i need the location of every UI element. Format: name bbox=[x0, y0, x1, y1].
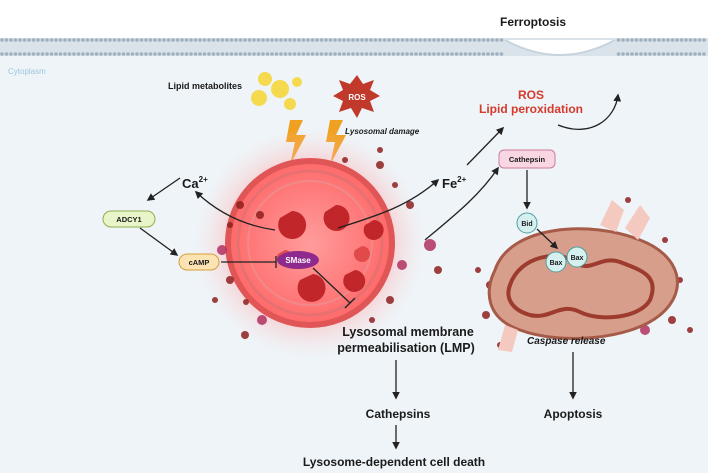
cathepsins-label: Cathepsins bbox=[366, 407, 431, 421]
smase-label: SMase bbox=[285, 256, 311, 265]
lmp-line1: Lysosomal membrane bbox=[342, 325, 474, 339]
bax-right-label: Bax bbox=[571, 255, 584, 262]
lipid-peroxidation-label: Lipid peroxidation bbox=[479, 102, 583, 116]
particle bbox=[662, 237, 668, 243]
bax-left-protein bbox=[545, 251, 567, 273]
lysosome-death-label: Lysosome-dependent cell death bbox=[303, 455, 485, 469]
particle bbox=[369, 317, 375, 323]
particle bbox=[257, 315, 267, 325]
bax-right-protein bbox=[566, 246, 588, 268]
lysosomal-damage-label: Lysosomal damage bbox=[345, 127, 420, 136]
camp-box bbox=[178, 253, 220, 271]
ferroptosis-label: Ferroptosis bbox=[500, 15, 566, 29]
particle bbox=[212, 297, 218, 303]
apoptosis-label: Apoptosis bbox=[544, 407, 603, 421]
bid-label: Bid bbox=[521, 221, 532, 228]
bid-protein bbox=[516, 212, 538, 234]
arrow-lysosome-fe bbox=[337, 178, 440, 229]
particle bbox=[434, 266, 442, 274]
arrow-fe-ros bbox=[466, 126, 505, 166]
iron-label: Fe2+ bbox=[442, 175, 467, 191]
cytoplasm-label: Cytoplasm bbox=[8, 67, 46, 76]
particle bbox=[640, 325, 650, 335]
particle bbox=[625, 197, 631, 203]
particle bbox=[236, 201, 244, 209]
particle bbox=[475, 267, 481, 273]
inhibition-lines bbox=[221, 256, 356, 309]
adcy1-label: ADCY1 bbox=[116, 215, 141, 224]
lmp-line2: permeabilisation (LMP) bbox=[337, 341, 475, 355]
ros-heading: ROS bbox=[518, 88, 544, 102]
arrow-lysosome-cathepsin bbox=[424, 166, 499, 241]
particle bbox=[377, 147, 383, 153]
ros-burst-label: ROS bbox=[348, 93, 366, 102]
lipid-metabolites-droplets bbox=[251, 72, 302, 110]
cathepsin-box bbox=[498, 149, 556, 169]
particle bbox=[256, 211, 264, 219]
particle bbox=[668, 316, 676, 324]
particle bbox=[386, 296, 394, 304]
inhibit-smase-lmp bbox=[312, 267, 351, 304]
particle bbox=[687, 327, 693, 333]
particle bbox=[376, 161, 384, 169]
arrow-adcy1-camp bbox=[139, 227, 179, 256]
bax-left-label: Bax bbox=[550, 260, 563, 267]
particle bbox=[392, 182, 398, 188]
particle bbox=[226, 276, 234, 284]
arrow-lysosome-ca bbox=[194, 190, 276, 231]
particle bbox=[406, 201, 414, 209]
cathepsin-box-label: Cathepsin bbox=[509, 155, 546, 164]
caspase-release-label: Caspase release bbox=[527, 336, 606, 347]
arrow-bid-bax bbox=[536, 228, 559, 250]
particle bbox=[482, 311, 490, 319]
ros-burst-icon: ROS bbox=[333, 75, 380, 118]
adcy1-box bbox=[102, 210, 156, 228]
particle bbox=[397, 260, 407, 270]
arrow-ca-adcy1 bbox=[146, 177, 181, 201]
pathway-arrows bbox=[139, 93, 622, 450]
particle bbox=[227, 222, 233, 228]
lysosome bbox=[195, 128, 425, 358]
ferroptosis-pore bbox=[504, 39, 616, 56]
lipid-metabolites-label: Lipid metabolites bbox=[168, 81, 242, 91]
smase-enzyme bbox=[277, 251, 319, 269]
particle bbox=[241, 331, 249, 339]
particle bbox=[342, 157, 348, 163]
particle bbox=[243, 299, 249, 305]
cathepsin-pacman-icons bbox=[276, 204, 384, 302]
particle bbox=[424, 239, 436, 251]
particle bbox=[217, 245, 227, 255]
arrow-ros-ferroptosis bbox=[557, 93, 622, 130]
camp-label: cAMP bbox=[189, 258, 210, 267]
calcium-label: Ca2+ bbox=[182, 175, 208, 191]
